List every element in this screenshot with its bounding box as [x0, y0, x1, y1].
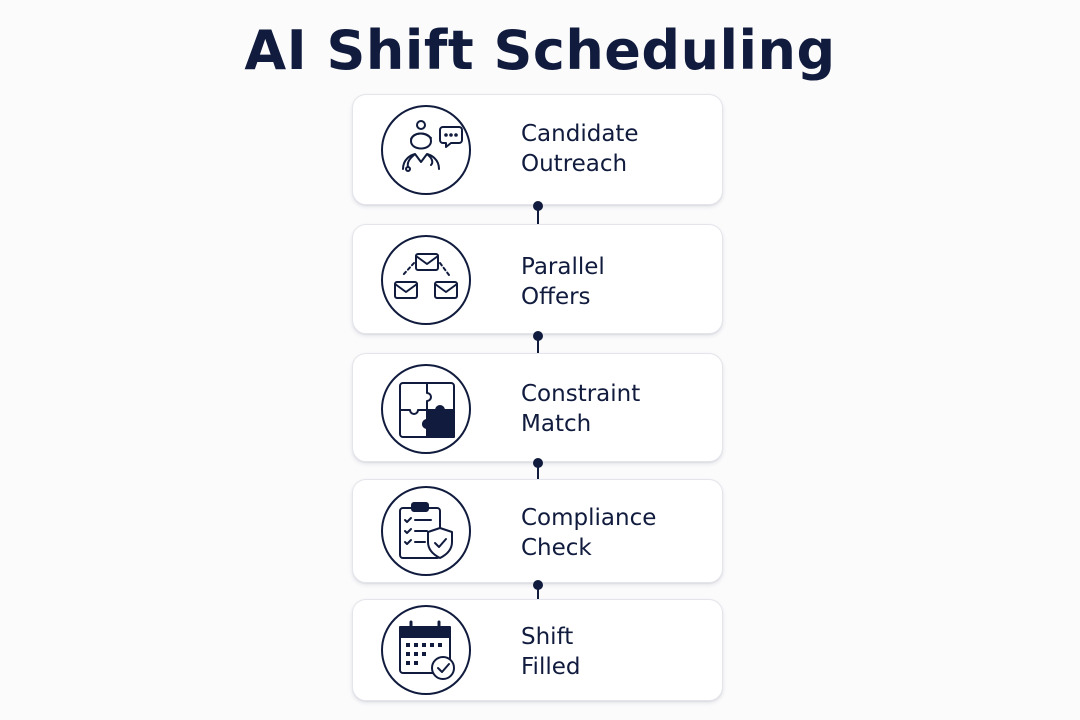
puzzle-icon [381, 364, 471, 454]
step-label-line1: Compliance [521, 505, 657, 531]
step-label: Constraint Match [521, 379, 640, 439]
step-label-line2: Filled [521, 654, 581, 680]
step-card-constraint-match: Constraint Match [352, 353, 723, 462]
page-title: AI Shift Scheduling [244, 19, 836, 82]
step-card-compliance-check: Compliance Check [352, 479, 723, 583]
step-label-line2: Check [521, 535, 592, 561]
step-card-parallel-offers: Parallel Offers [352, 224, 723, 334]
connector-line [537, 206, 539, 224]
step-label-line1: Shift [521, 624, 574, 650]
step-label-line2: Offers [521, 284, 591, 310]
envelopes-branch-icon [381, 235, 471, 325]
connector-line [537, 585, 539, 599]
step-label-line1: Constraint [521, 381, 641, 407]
clipboard-shield-icon [381, 486, 471, 576]
step-label: Shift Filled [521, 622, 580, 682]
step-card-shift-filled: Shift Filled [352, 599, 723, 701]
step-label: Candidate Outreach [521, 119, 639, 179]
nurse-chat-icon [381, 105, 471, 195]
step-label-line1: Candidate [521, 121, 639, 147]
connector-line [537, 463, 539, 479]
step-label-line2: Match [521, 411, 592, 437]
step-label-line1: Parallel [521, 254, 605, 280]
connector-line [537, 336, 539, 353]
step-card-candidate-outreach: Candidate Outreach [352, 94, 723, 205]
step-label: Parallel Offers [521, 252, 605, 312]
step-label-line2: Outreach [521, 151, 628, 177]
calendar-check-icon [381, 605, 471, 695]
step-label: Compliance Check [521, 503, 656, 563]
